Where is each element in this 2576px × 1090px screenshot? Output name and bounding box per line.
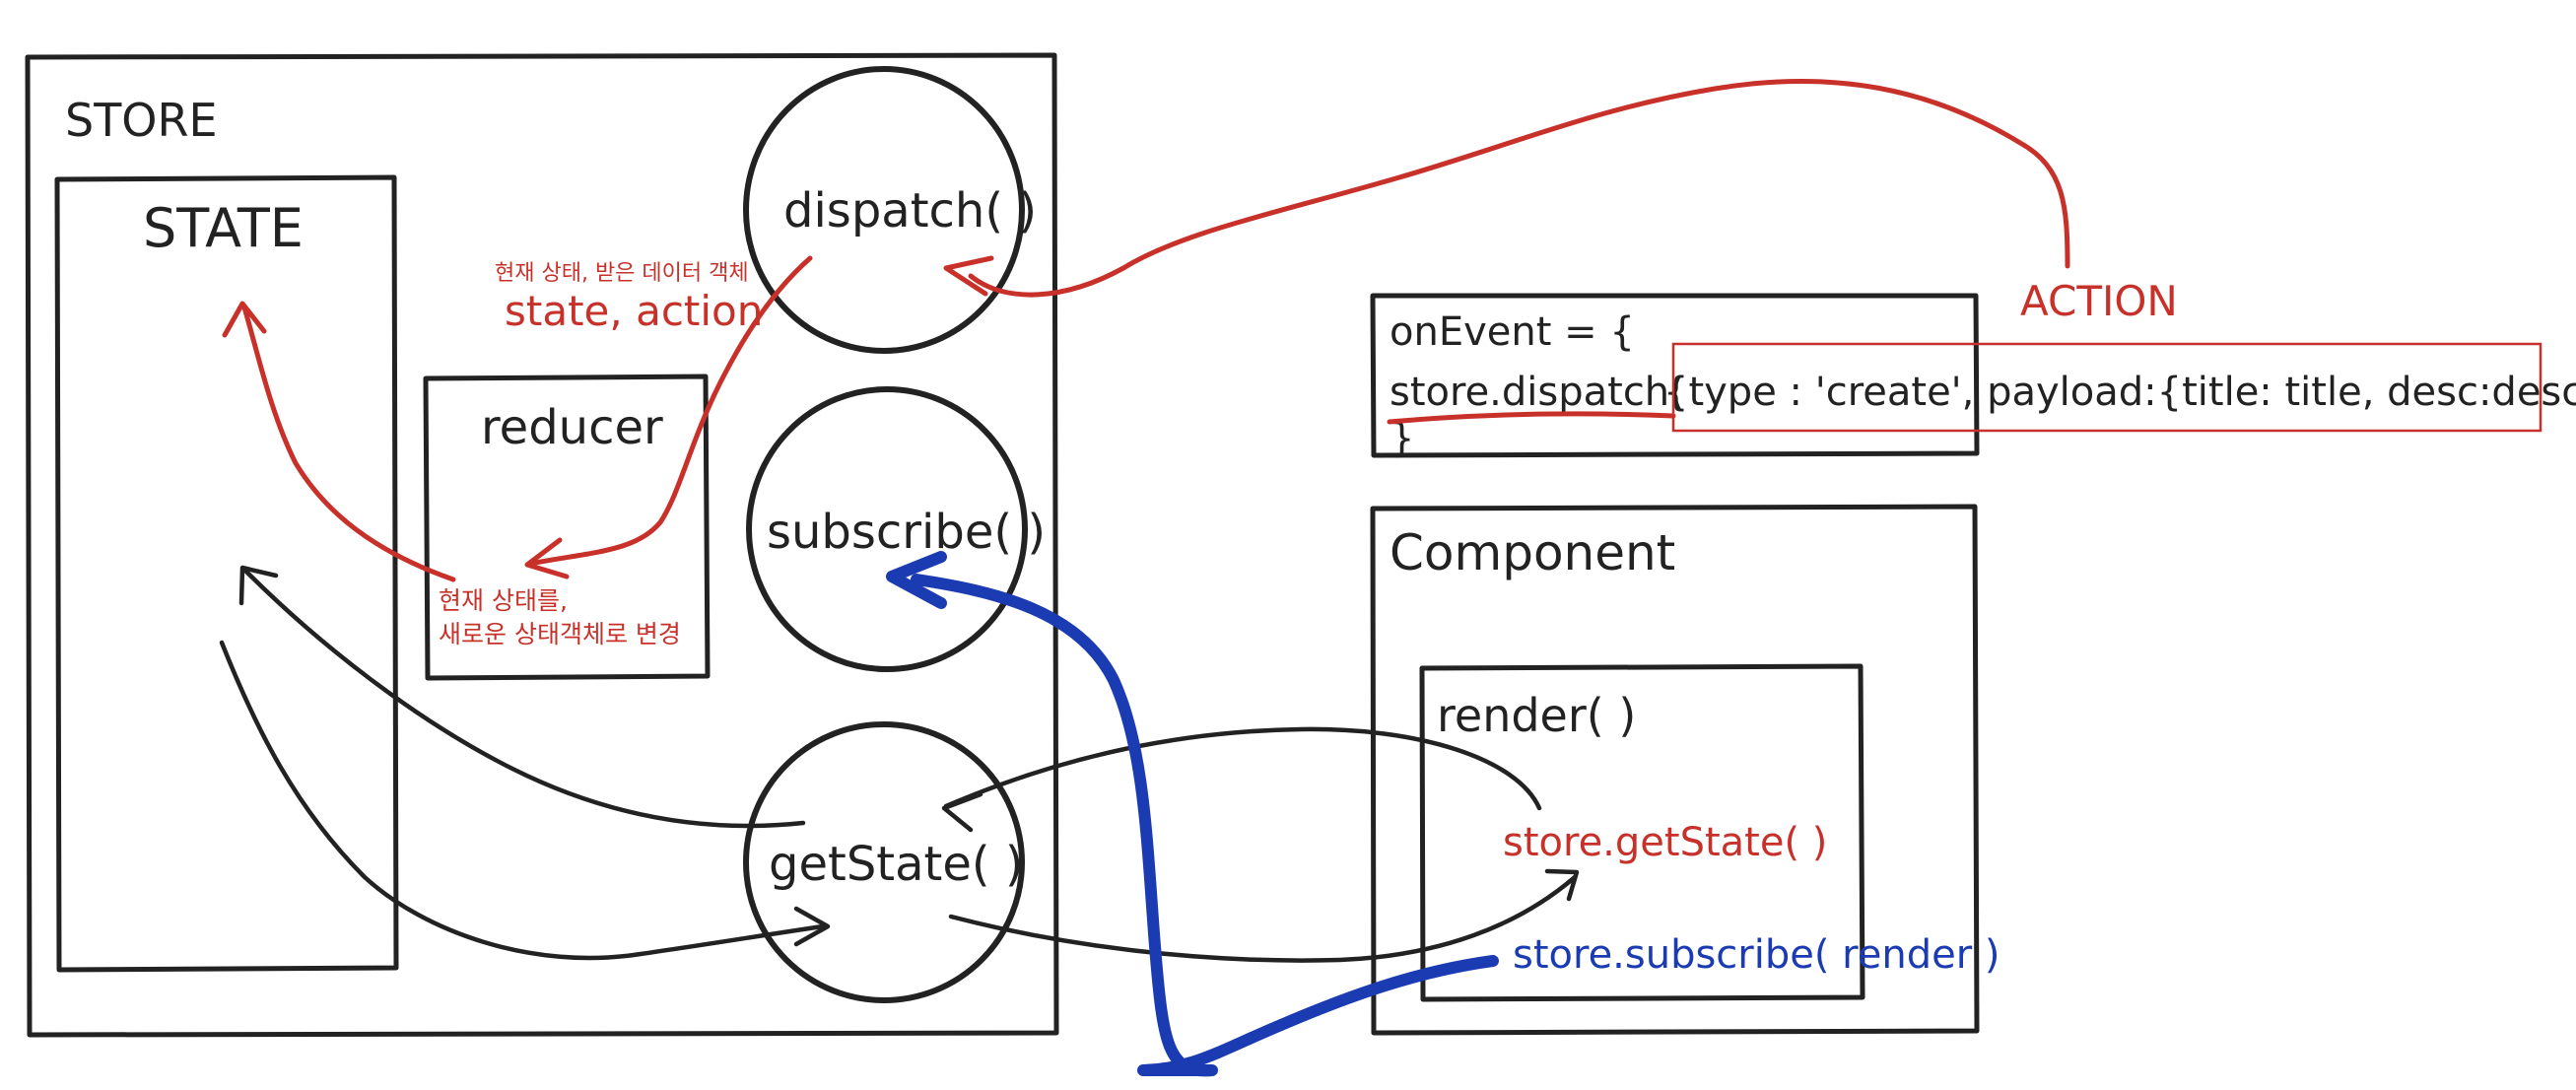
getstate-to-state-arrowhead [238, 565, 279, 606]
onevent-payload: {type : 'create', payload:{title: title,… [1663, 370, 2576, 415]
reducer-title: reducer [481, 400, 663, 455]
render-title: render( ) [1437, 689, 1636, 742]
reducer-to-state-arrow [241, 305, 456, 582]
getstate-to-component-arrowhead [1544, 868, 1580, 902]
reducer-note-line1: 현재 상태를, [439, 586, 568, 615]
dispatch-call-underline [1387, 411, 1676, 425]
getstate-call: store.getState( ) [1503, 820, 1827, 865]
onevent-box [1370, 293, 1980, 458]
subscribe-circle [746, 386, 1028, 672]
dispatch-circle [743, 66, 1025, 354]
reducer-to-state-arrowhead [222, 301, 267, 338]
getstate-label: getState( ) [769, 837, 1024, 892]
component-title: Component [1390, 524, 1675, 581]
store-box [25, 52, 1059, 1038]
state-to-getstate-arrow [219, 640, 826, 961]
store-title: STORE [65, 94, 218, 147]
state-to-getstate-arrowhead [793, 906, 831, 947]
subscribe-call-arrowhead [886, 551, 947, 609]
payload-highlight-box [1671, 342, 2542, 433]
state-title: STATE [143, 197, 304, 259]
state-box [54, 174, 399, 973]
subscribe-call-arrow [911, 574, 1499, 1077]
dispatch-to-reducer-arrowhead [524, 537, 570, 579]
onevent-line1: onEvent = { [1390, 309, 1635, 355]
subscribe-call: store.subscribe( render ) [1513, 932, 2000, 978]
reducer-note-line2: 새로운 상태객체로 변경 [439, 620, 681, 648]
dispatch-label: dispatch( ) [783, 183, 1037, 238]
dispatch-to-reducer-arrow [527, 255, 813, 567]
render-to-getstate-arrow [943, 726, 1542, 811]
component-box [1370, 504, 1980, 1036]
dispatch-note-main: state, action [505, 287, 763, 335]
dispatch-note-small: 현재 상태, 받은 데이터 객체 [495, 261, 749, 286]
action-to-dispatch-arrowhead [943, 255, 994, 297]
onevent-dispatch-call: store.dispatch( [1390, 370, 1685, 415]
action-label: ACTION [2020, 277, 2178, 325]
action-to-dispatch-arrow [968, 78, 2070, 298]
subscribe-label: subscribe( ) [767, 505, 1046, 560]
getstate-to-component-arrow [948, 874, 1578, 963]
reducer-box [423, 374, 711, 681]
render-to-getstate-arrowhead [941, 791, 983, 833]
getstate-to-state-arrow [243, 569, 806, 829]
render-box [1419, 663, 1865, 1002]
getstate-circle [743, 721, 1025, 1003]
